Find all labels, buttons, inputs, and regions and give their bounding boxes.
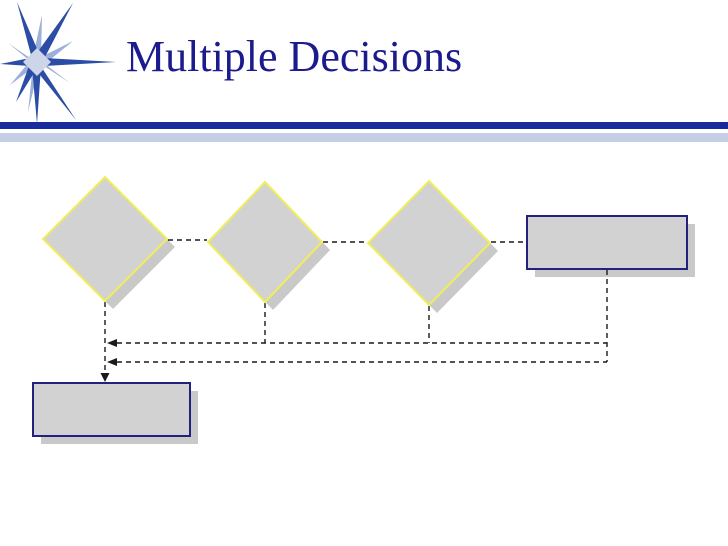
title-underline-bar-dark [0, 122, 728, 129]
page-title: Multiple Decisions [126, 32, 463, 81]
process-box-right [526, 215, 688, 270]
title-underline-bar-light [0, 133, 728, 142]
process-box-bottom-left [32, 382, 191, 437]
arrowhead-left-upper [107, 339, 117, 347]
arrowhead-down [100, 373, 110, 382]
decision-diamond-1 [41, 175, 169, 303]
starburst-logo-icon [0, 2, 116, 124]
decision-diamond-3 [366, 179, 492, 307]
starburst-logo [0, 2, 116, 124]
decision-diamond-2 [206, 180, 324, 304]
arrowhead-left-lower [107, 358, 117, 366]
